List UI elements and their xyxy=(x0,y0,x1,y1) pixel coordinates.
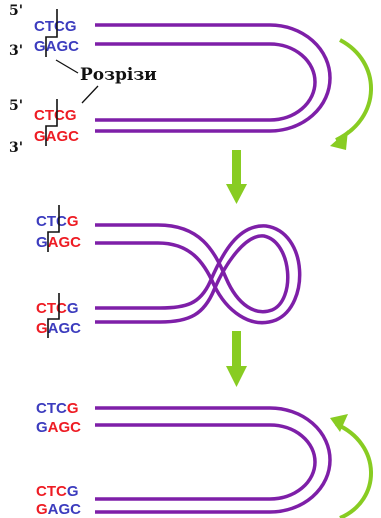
panel-1-bottom-upper-seq: CTCG xyxy=(34,107,77,124)
panel-3-top-lower-seq: GAGC xyxy=(36,419,81,436)
panel-2-top-lower-seq: GAGC xyxy=(36,234,81,251)
panel-1-top-upper-seq: CTCG xyxy=(34,18,77,35)
seq-part: CTC xyxy=(36,400,67,417)
seq-part: G xyxy=(36,320,48,337)
panel-1-dna-loop xyxy=(95,23,332,133)
panel-3-rotation-arrowhead xyxy=(330,414,348,432)
panel-1-bottom-cut-mark xyxy=(45,99,58,146)
seq-part: G xyxy=(65,107,77,124)
panel-3-dna-loop xyxy=(95,406,332,514)
panel-2-top-junction-mark xyxy=(47,205,60,252)
panel-2-bottom-lower-seq: GAGC xyxy=(36,320,81,337)
seq-part: AGC xyxy=(48,501,82,518)
seq-part: AGC xyxy=(46,128,80,145)
seq-part: G xyxy=(36,419,48,436)
panel-2-top-upper-seq: CTCG xyxy=(36,213,79,230)
seq-part: G xyxy=(67,483,79,500)
seq-part: G xyxy=(65,18,77,35)
three-prime-label-bottom: 3' xyxy=(9,140,23,156)
panel-2-bottom-upper-seq: CTCG xyxy=(36,300,79,317)
panel-2-twisted-dna-loop xyxy=(95,223,302,325)
three-prime-label-top: 3' xyxy=(9,43,23,59)
seq-part: CTC xyxy=(34,18,65,35)
seq-part: G xyxy=(36,234,48,251)
transition-arrow-1 xyxy=(226,150,247,204)
seq-part: CTC xyxy=(36,213,67,230)
panel-3-top-upper-seq: CTCG xyxy=(36,400,79,417)
seq-part: CTC xyxy=(34,107,65,124)
panel-3-rotation-arrow xyxy=(335,422,373,518)
seq-part: AGC xyxy=(48,419,82,436)
cuts-leader-line-bottom xyxy=(81,85,99,104)
seq-part: G xyxy=(34,128,46,145)
panel-2: CTCG GAGC CTCG GAGC xyxy=(36,205,302,338)
panel-3-bottom-lower-seq: GAGC xyxy=(36,501,81,518)
panel-3-bottom-upper-seq: CTCG xyxy=(36,483,79,500)
seq-part: G xyxy=(67,300,79,317)
panel-1-rotation-arrowhead xyxy=(330,130,348,150)
panel-2-bottom-junction-mark xyxy=(47,293,60,338)
panel-1-top-lower-seq: GAGC xyxy=(34,38,79,55)
panel-1-bottom-lower-seq: GAGC xyxy=(34,128,79,145)
seq-part: AGC xyxy=(48,320,82,337)
seq-part: AGC xyxy=(46,38,80,55)
panel-1-rotation-arrow xyxy=(335,38,373,142)
seq-part: G xyxy=(34,38,46,55)
panel-1-top-cut-mark xyxy=(45,9,58,57)
seq-part: AGC xyxy=(48,234,82,251)
seq-part: G xyxy=(67,213,79,230)
cuts-leader-line-top xyxy=(55,59,79,74)
panel-3: CTCG GAGC CTCG GAGC xyxy=(36,400,373,518)
five-prime-label-bottom: 5' xyxy=(9,98,23,114)
cuts-label: Розрізи xyxy=(80,65,157,85)
seq-part: G xyxy=(67,400,79,417)
panel-1: 5' 3' 5' 3' CTCG GAGC CTCG GAGC Розрізи xyxy=(9,3,373,156)
seq-part: CTC xyxy=(36,300,67,317)
transition-arrow-2 xyxy=(226,331,247,387)
seq-part: G xyxy=(36,501,48,518)
seq-part: CTC xyxy=(36,483,67,500)
five-prime-label-top: 5' xyxy=(9,3,23,19)
